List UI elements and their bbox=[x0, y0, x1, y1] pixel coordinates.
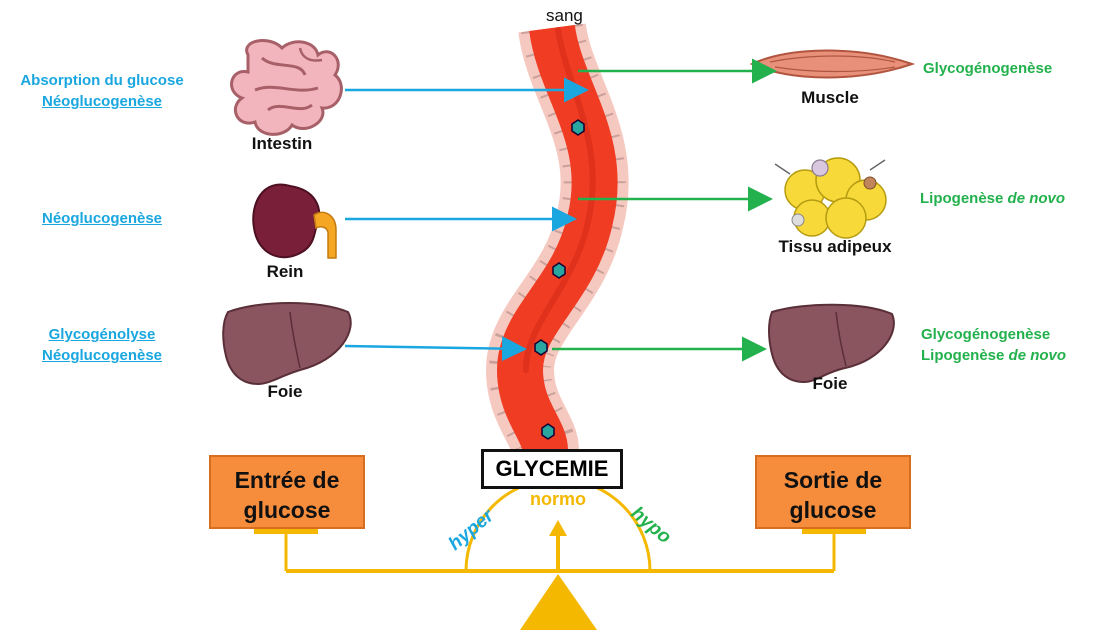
tissu-name: Tissu adipeux bbox=[760, 237, 910, 257]
foie-right-processes: Glycogénogenèse Lipogenèse de novo bbox=[921, 324, 1066, 366]
rein-process-1: Néoglucogenèse bbox=[8, 208, 196, 229]
sortie-glucose-box: Sortie de glucose bbox=[755, 455, 911, 529]
foie-left-process-1: Glycogénolyse bbox=[8, 324, 196, 345]
liver-left-illustration bbox=[223, 303, 351, 384]
intestin-processes: Absorption du glucose Néoglucogenèse bbox=[8, 70, 196, 112]
foie-left-process-2: Néoglucogenèse bbox=[8, 345, 196, 366]
intestin-name: Intestin bbox=[232, 134, 332, 154]
vessel-label: sang bbox=[546, 6, 583, 26]
blood-vessel bbox=[520, 28, 595, 450]
hypo-label: hypo bbox=[627, 503, 675, 548]
adipose-illustration bbox=[775, 158, 886, 238]
hyper-label: hyper bbox=[445, 504, 499, 554]
kidney-illustration bbox=[253, 185, 336, 258]
liver-right-illustration bbox=[769, 305, 894, 382]
rein-name: Rein bbox=[250, 262, 320, 282]
tissu-process: Lipogenèse de novo bbox=[920, 188, 1065, 209]
glycemie-box: GLYCEMIE bbox=[481, 449, 623, 489]
intestin-process-1: Absorption du glucose bbox=[8, 70, 196, 91]
entree-glucose-box: Entrée de glucose bbox=[209, 455, 365, 529]
normo-label: normo bbox=[518, 489, 598, 510]
glucose-molecule bbox=[553, 263, 565, 278]
foie-right-process-1: Glycogénogenèse bbox=[921, 324, 1066, 345]
glucose-molecule bbox=[542, 424, 554, 439]
intestin-process-2: Néoglucogenèse bbox=[8, 91, 196, 112]
muscle-process-1: Glycogénogenèse bbox=[923, 58, 1052, 79]
foie-right-name: Foie bbox=[790, 374, 870, 394]
intestine-illustration bbox=[232, 41, 342, 135]
foie-right-process-2: Lipogenèse de novo bbox=[921, 345, 1066, 366]
muscle-illustration bbox=[752, 51, 912, 78]
glucose-molecule bbox=[535, 340, 547, 355]
foie-left-name: Foie bbox=[250, 382, 320, 402]
glucose-molecule bbox=[572, 120, 584, 135]
foie-left-processes: Glycogénolyse Néoglucogenèse bbox=[8, 324, 196, 366]
muscle-name: Muscle bbox=[780, 88, 880, 108]
